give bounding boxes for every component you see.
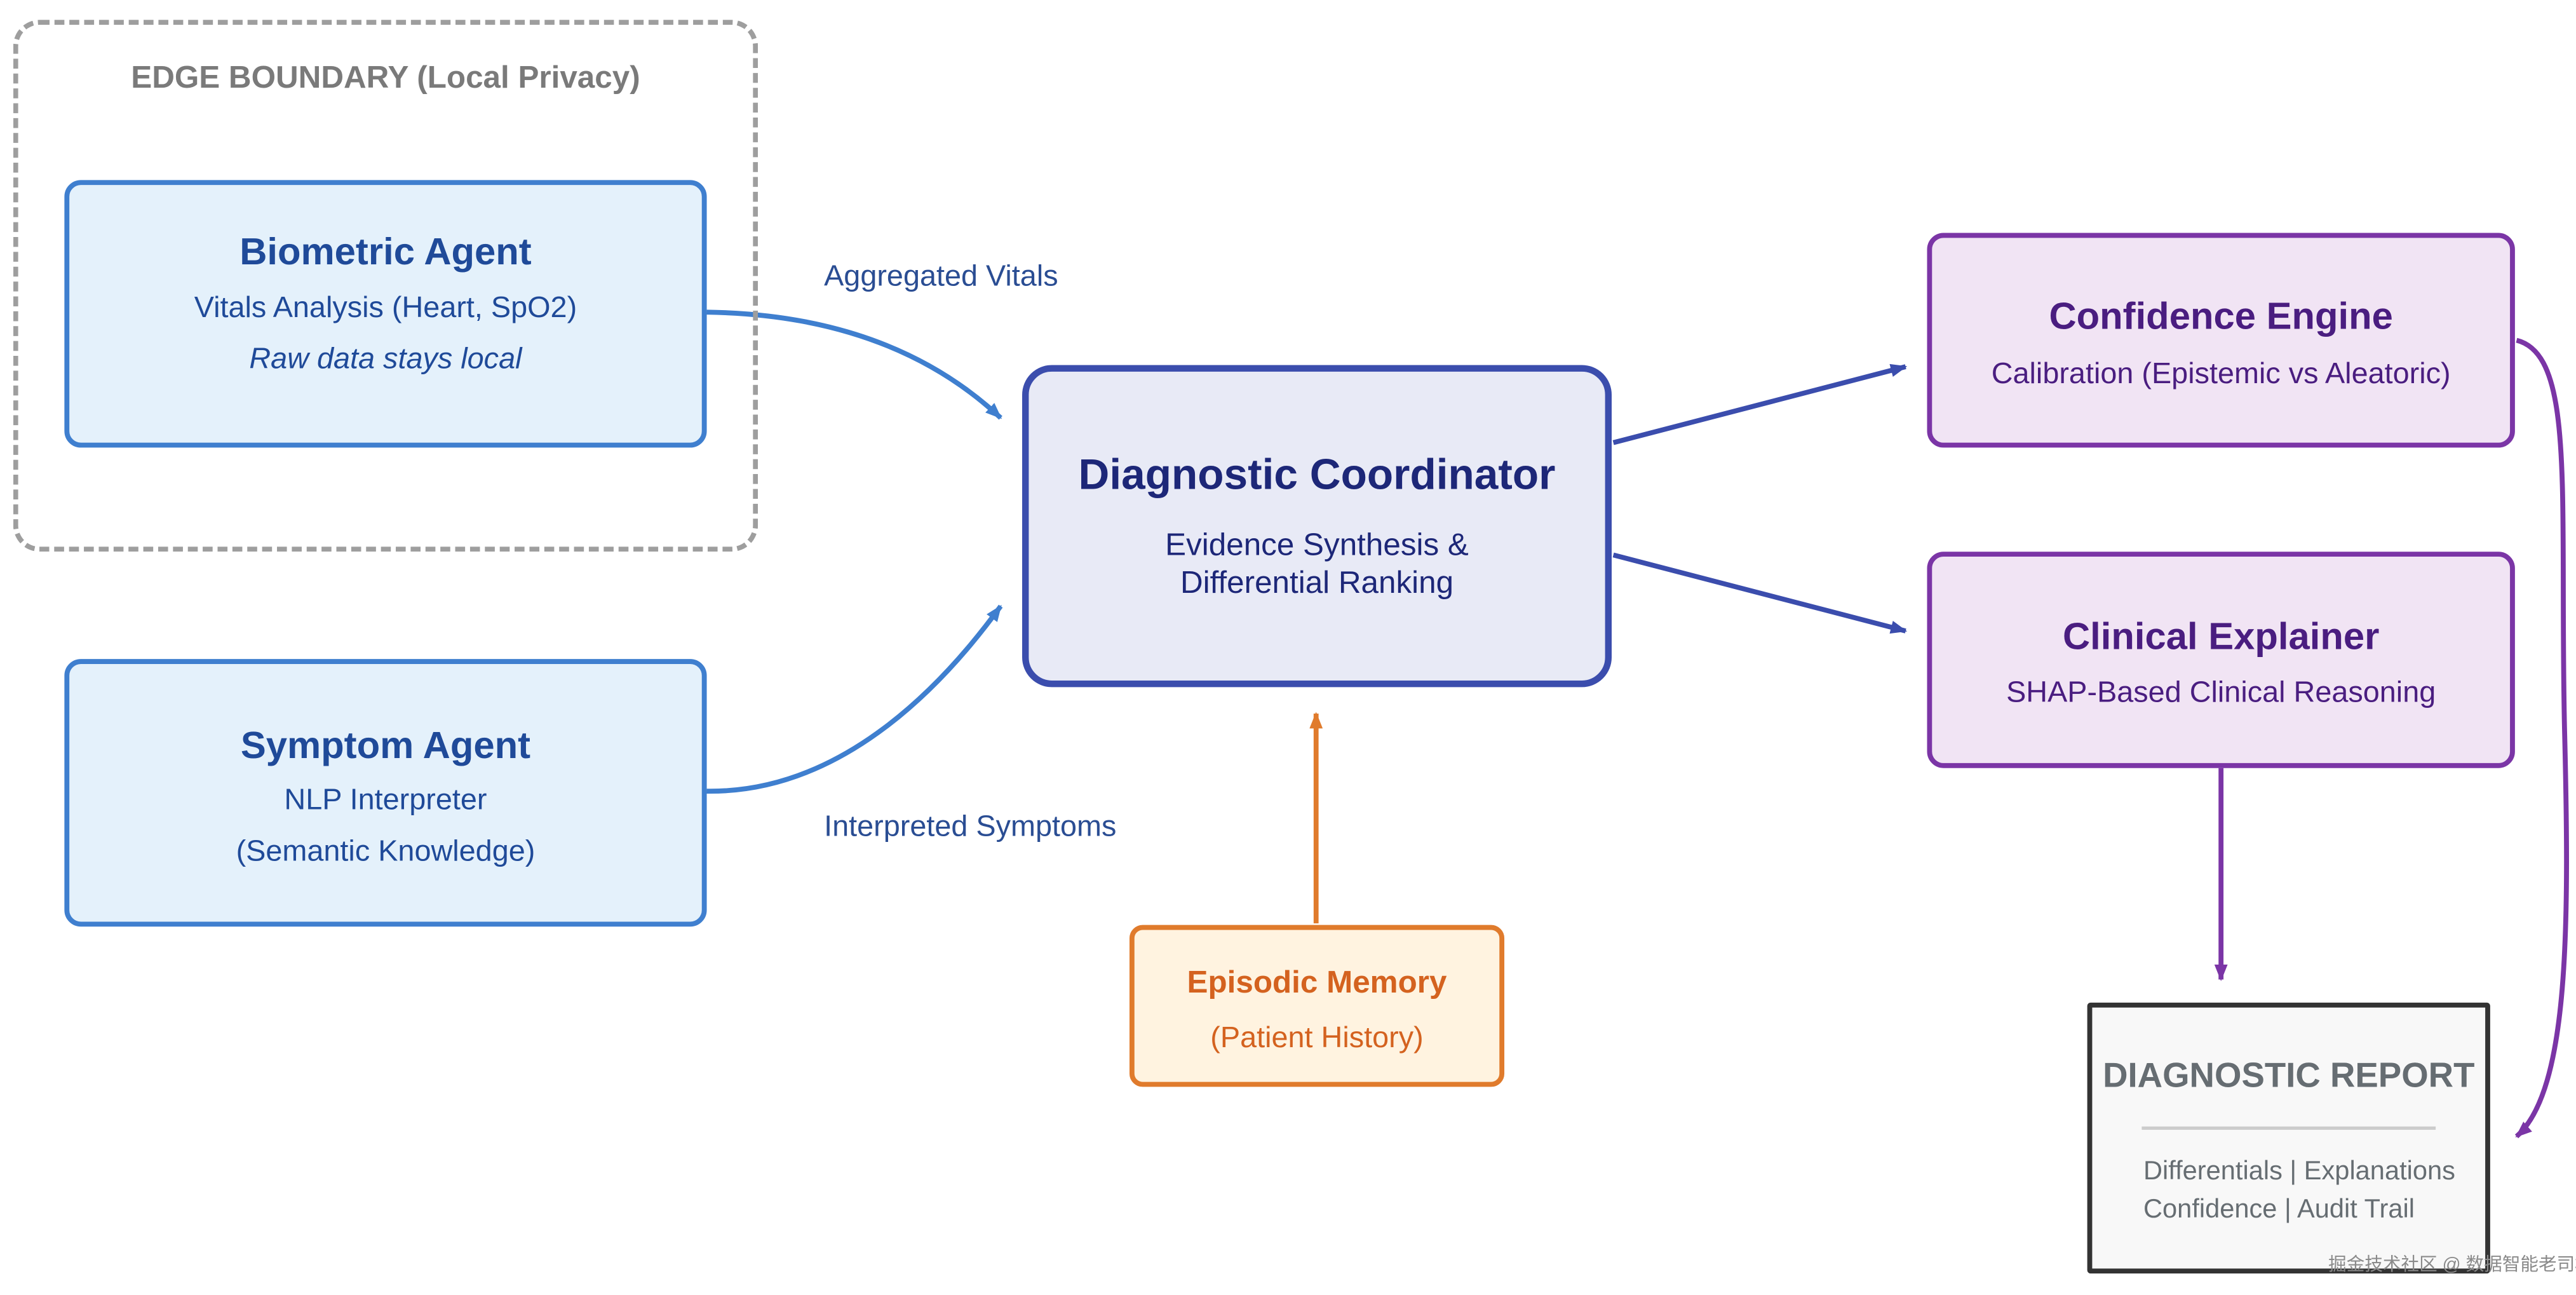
clinical-explainer-node: Clinical Explainer SHAP-Based Clinical R… [1927, 552, 2515, 768]
biometric-agent-title: Biometric Agent [239, 229, 532, 273]
episodic-memory-subtitle: (Patient History) [1210, 1020, 1424, 1054]
symptom-agent-title: Symptom Agent [240, 723, 531, 767]
arrow-confidence-to-report [2514, 337, 2569, 1139]
edge-boundary: EDGE BOUNDARY (Local Privacy) [13, 20, 759, 552]
clinical-explainer-title: Clinical Explainer [2062, 614, 2380, 658]
symptom-agent-line2: (Semantic Knowledge) [236, 834, 536, 867]
confidence-engine-title: Confidence Engine [2049, 294, 2393, 337]
edge-boundary-label: EDGE BOUNDARY (Local Privacy) [131, 61, 640, 96]
flow-label-interpreted-symptoms: Interpreted Symptoms [824, 809, 1117, 843]
arrow-coordinator-to-confidence [1612, 363, 1908, 445]
coordinator-line2: Differential Ranking [1180, 566, 1454, 602]
watermark: 掘金技术社区 @ 数据智能老司机 [2328, 1255, 2576, 1275]
biometric-agent-subtitle: Vitals Analysis (Heart, SpO2) [194, 290, 577, 324]
report-title: DIAGNOSTIC REPORT [2103, 1057, 2475, 1095]
clinical-explainer-subtitle: SHAP-Based Clinical Reasoning [2006, 675, 2436, 709]
symptom-agent-node: Symptom Agent NLP Interpreter (Semantic … [64, 659, 707, 927]
diagnostic-report-node: DIAGNOSTIC REPORT Differentials | Explan… [2087, 1002, 2490, 1274]
flow-label-aggregated-vitals: Aggregated Vitals [824, 259, 1058, 293]
report-divider [2141, 1126, 2436, 1130]
arrow-coordinator-to-explainer [1612, 552, 1908, 634]
arrow-symptom-to-coordinator [706, 604, 1003, 794]
confidence-engine-node: Confidence Engine Calibration (Epistemic… [1927, 233, 2515, 448]
coordinator-line1: Evidence Synthesis & [1165, 528, 1469, 564]
report-line1: Differentials | Explanations [2143, 1158, 2455, 1186]
report-line2: Confidence | Audit Trail [2143, 1195, 2415, 1224]
coordinator-title: Diagnostic Coordinator [1078, 449, 1556, 499]
biometric-agent-node: Biometric Agent Vitals Analysis (Heart, … [64, 180, 707, 448]
episodic-memory-node: Episodic Memory (Patient History) [1129, 925, 1505, 1087]
confidence-engine-subtitle: Calibration (Epistemic vs Aleatoric) [1991, 356, 2451, 390]
episodic-memory-title: Episodic Memory [1187, 966, 1447, 1001]
biometric-agent-note: Raw data stays local [249, 342, 522, 376]
symptom-agent-line1: NLP Interpreter [284, 783, 487, 817]
diagnostic-coordinator-node: Diagnostic Coordinator Evidence Synthesi… [1022, 365, 1612, 688]
